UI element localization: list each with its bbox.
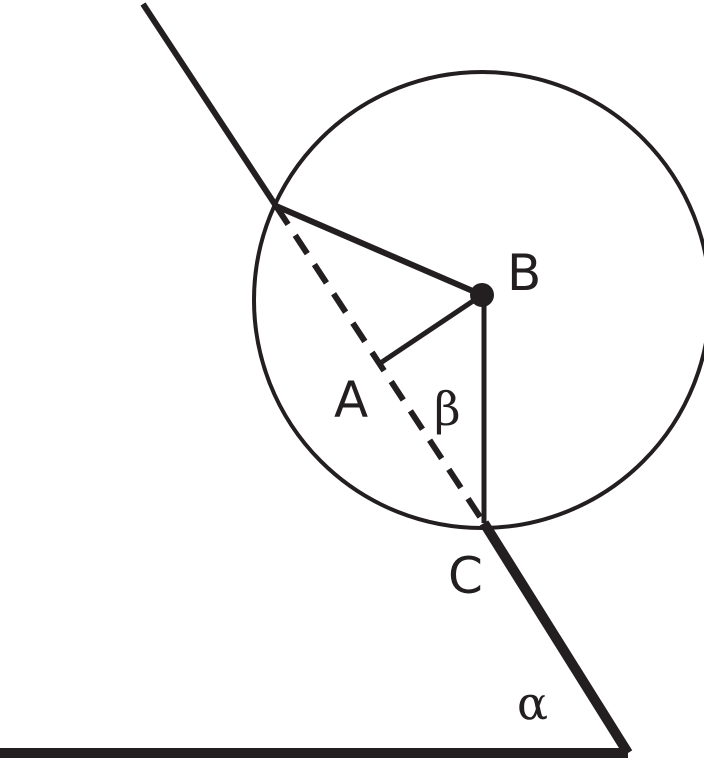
label-b: B xyxy=(507,244,541,302)
circle xyxy=(252,70,704,530)
label-alpha: α xyxy=(517,676,548,730)
radius-to-upper-intersection xyxy=(274,203,484,298)
label-a: A xyxy=(334,371,368,429)
label-beta: β xyxy=(434,382,461,436)
incline-lower-segment xyxy=(479,520,633,756)
label-c: C xyxy=(448,547,483,605)
center-point-b xyxy=(470,283,494,307)
perpendicular-b-to-a xyxy=(377,292,484,367)
incline-upper-segment xyxy=(140,2,279,208)
